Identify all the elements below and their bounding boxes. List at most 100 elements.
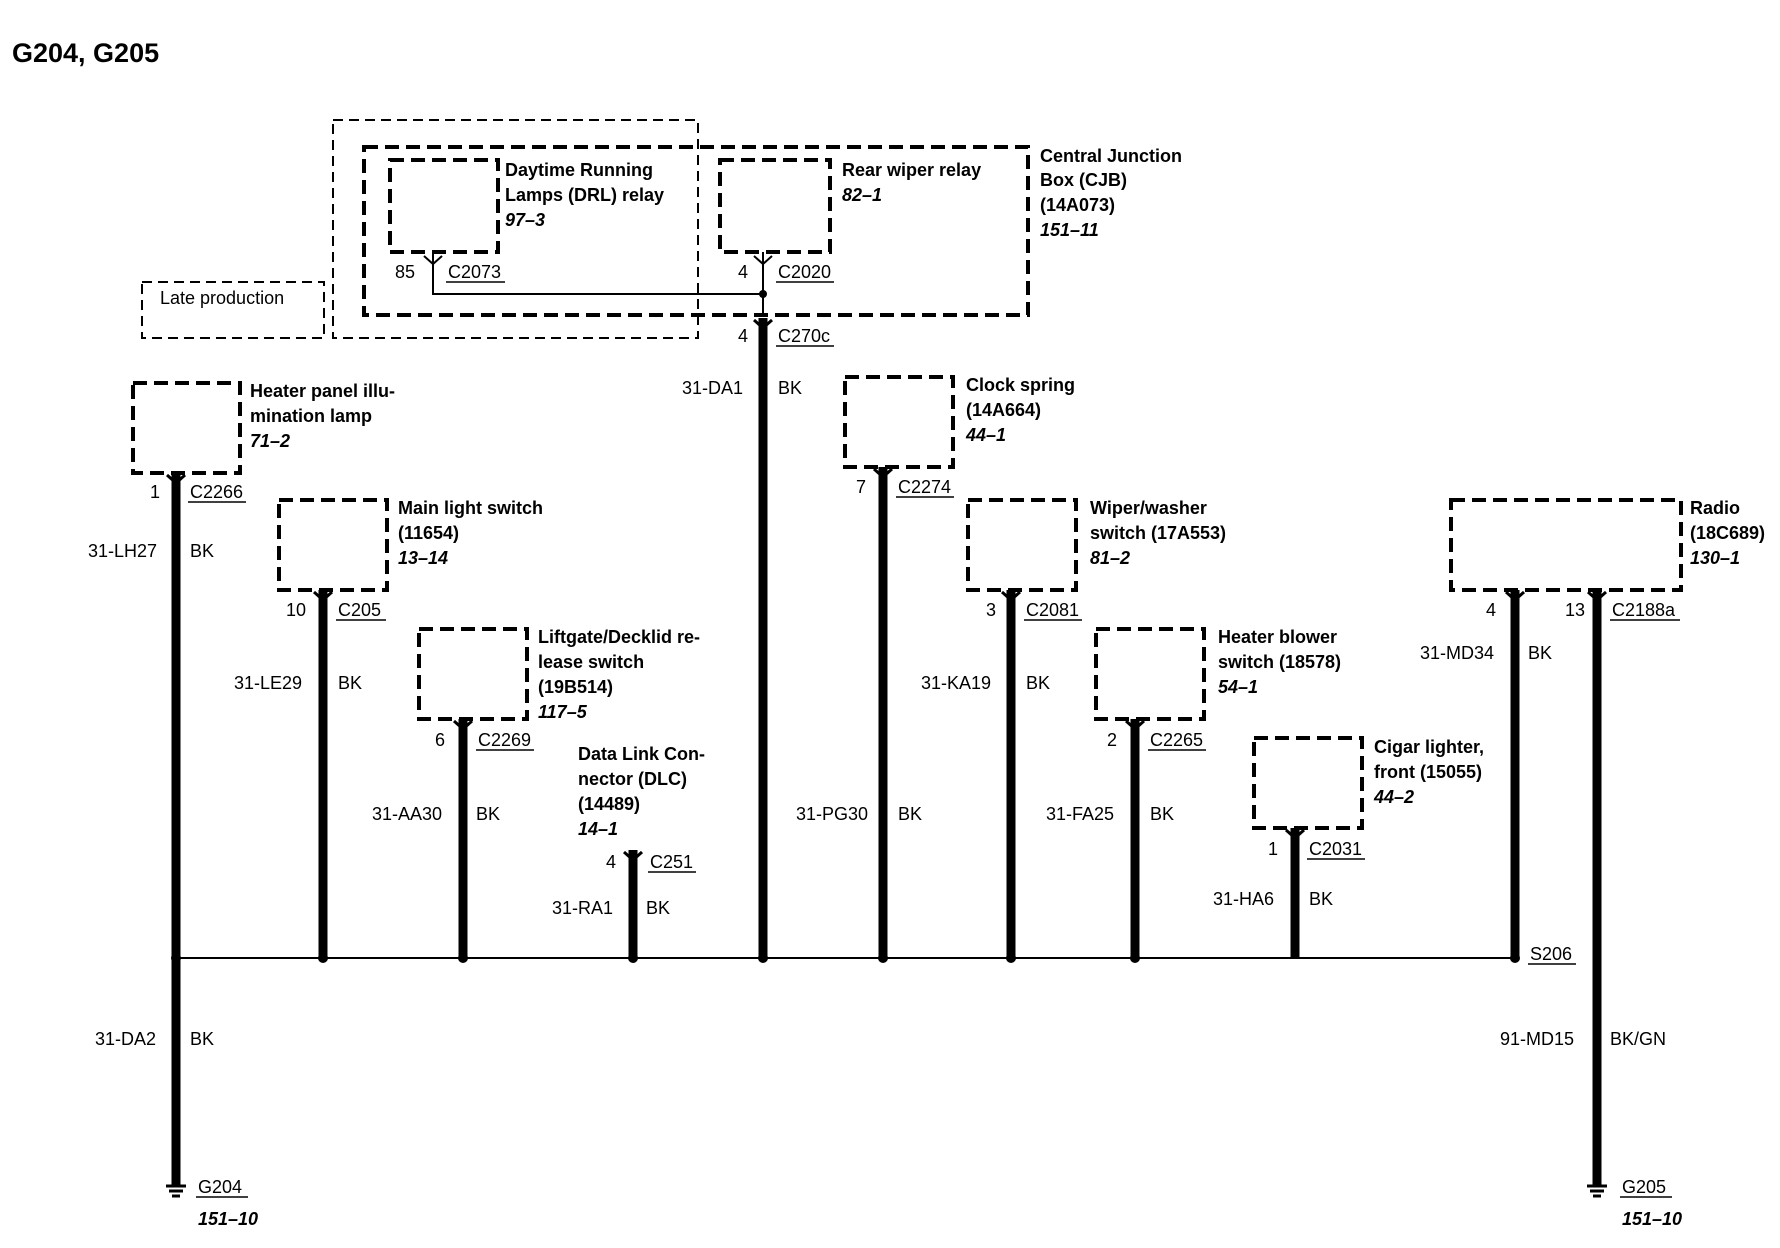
clock-spring-label: (14A664) [966,400,1041,420]
cigar-lighter-box [1252,736,1364,830]
drl-feed-wire [432,264,763,295]
radio-label: Radio [1690,498,1740,518]
dlc-connector: C251 [650,852,693,872]
late-production-label-box [141,281,325,339]
cjb-label: Box (CJB) [1040,170,1127,190]
heater-blower-switch-pin: 2 [1107,730,1117,750]
dlc-wire-color: BK [646,898,670,918]
rear-wiper-relay-connector: C2020 [778,262,831,282]
wiper-washer-switch-box [966,498,1078,592]
heater-panel-lamp-connector: C2266 [190,482,243,502]
heater-blower-switch-label: switch (18578) [1218,652,1341,672]
main-light-switch-connector: C205 [338,600,381,620]
drl-relay-connector: C2073 [448,262,501,282]
clock-spring-ref: 44–1 [965,425,1006,445]
g205-label: G205 [1622,1177,1666,1197]
cigar-lighter-pin: 1 [1268,839,1278,859]
ground-icon [166,1184,186,1198]
heater-blower-switch-ref: 54–1 [1218,677,1258,697]
wiper-washer-switch-connector: C2081 [1026,600,1079,620]
ground-icon [1587,1184,1607,1198]
dlc-label: nector (DLC) [578,769,687,789]
dlc-pin: 4 [606,852,616,872]
dlc-ref: 14–1 [578,819,618,839]
cigar-lighter-label: Cigar lighter, [1374,737,1484,757]
drl-relay-box [388,158,500,254]
heater-blower-switch-wire-label: 31-FA25 [1046,804,1114,824]
main-light-switch-pin: 10 [286,600,306,620]
cjb-connector: C270c [778,326,830,346]
splice-label: S206 [1530,944,1572,964]
g205-ref: 151–10 [1622,1209,1682,1229]
late-production-frame [332,119,699,339]
liftgate-switch-ref: 117–5 [538,702,588,722]
heater-panel-lamp-label: Heater panel illu- [250,381,395,401]
radio-wire-b-label: 91-MD15 [1500,1029,1574,1049]
drl-relay-ref: 97–3 [505,210,545,230]
heater-panel-lamp-label: mination lamp [250,406,372,426]
radio-ref: 130–1 [1690,548,1740,568]
liftgate-switch-box [417,627,529,721]
wiper-washer-switch-wire-label: 31-KA19 [921,673,991,693]
cjb-wire-color: BK [778,378,802,398]
radio-wire-a-color: BK [1528,643,1552,663]
radio-connector: C2188a [1612,600,1676,620]
clock-spring-box [843,375,955,469]
dlc-label: Data Link Con- [578,744,705,764]
cigar-lighter-ref: 44–2 [1373,787,1414,807]
clock-spring-wire-label: 31-PG30 [796,804,868,824]
radio-box [1449,498,1683,592]
late-production-label: Late production [160,288,284,308]
heater-panel-lamp-pin: 1 [150,482,160,502]
radio-wire-b-color: BK/GN [1610,1029,1666,1049]
clock-spring-wire-color: BK [898,804,922,824]
drl-relay-label: Lamps (DRL) relay [505,185,664,205]
liftgate-switch-pin: 6 [435,730,445,750]
cigar-lighter-label: front (15055) [1374,762,1482,782]
radio-wire-a-label: 31-MD34 [1420,643,1494,663]
main-light-switch-ref: 13–14 [398,548,448,568]
liftgate-switch-wire-label: 31-AA30 [372,804,442,824]
main-light-switch-wire-color: BK [338,673,362,693]
page-title: G204, G205 [12,38,159,68]
main-light-switch-wire-label: 31-LE29 [234,673,302,693]
rear-wiper-relay-box [718,158,832,254]
cjb-label: (14A073) [1040,195,1115,215]
heater-panel-lamp-box [131,381,242,475]
main-light-switch-box [277,498,389,592]
heater-blower-switch-box [1094,627,1206,721]
liftgate-switch-label: Liftgate/Decklid re- [538,627,700,647]
liftgate-switch-label: (19B514) [538,677,613,697]
liftgate-switch-label: lease switch [538,652,644,672]
heater-panel-lamp-wire-color: BK [190,541,214,561]
g204-wire-label: 31-DA2 [95,1029,156,1049]
liftgate-switch-wire-color: BK [476,804,500,824]
liftgate-switch-connector: C2269 [478,730,531,750]
heater-panel-lamp-ref: 71–2 [250,431,290,451]
wiper-washer-switch-pin: 3 [986,600,996,620]
dlc-label: (14489) [578,794,640,814]
wiper-washer-switch-wire-color: BK [1026,673,1050,693]
cjb-pin: 4 [738,326,748,346]
radio-label: (18C689) [1690,523,1765,543]
heater-blower-switch-label: Heater blower [1218,627,1337,647]
cjb-ref: 151–11 [1040,220,1099,240]
rear-wiper-relay-label: Rear wiper relay [842,160,981,180]
cjb-label: Central Junction [1040,146,1182,166]
main-light-switch-label: (11654) [398,523,459,543]
splice-s206 [1510,953,1520,963]
wiper-washer-switch-label: Wiper/washer [1090,498,1207,518]
cjb-wire-label: 31-DA1 [682,378,743,398]
radio-pin-a: 4 [1486,600,1496,620]
dlc-wire-label: 31-RA1 [552,898,613,918]
clock-spring-label: Clock spring [966,375,1075,395]
rear-wiper-relay-ref: 82–1 [842,185,882,205]
cigar-lighter-wire-label: 31-HA6 [1213,889,1274,909]
g204-wire-color: BK [190,1029,214,1049]
rear-wiper-relay-pin: 4 [738,262,748,282]
cjb-box [362,145,1030,317]
drl-relay-pin: 85 [395,262,415,282]
wiper-washer-switch-label: switch (17A553) [1090,523,1226,543]
drl-relay-label: Daytime Running [505,160,653,180]
cigar-lighter-wire-color: BK [1309,889,1333,909]
